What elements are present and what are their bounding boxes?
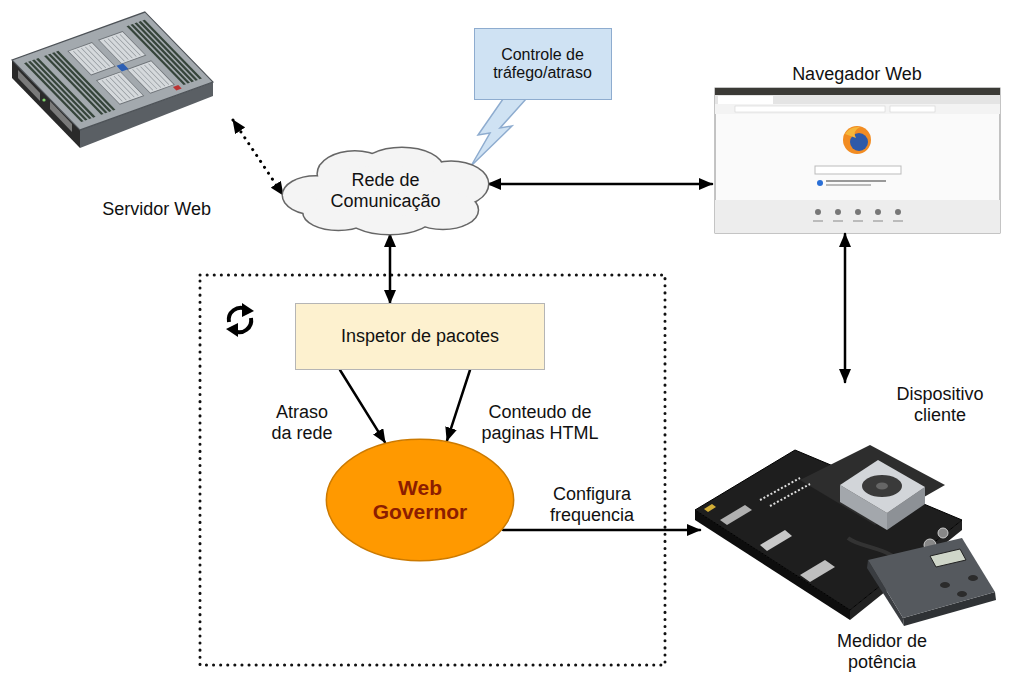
node-label: Servidor Web <box>102 199 211 220</box>
server-node: Servidor Web <box>5 8 233 222</box>
blade-server <box>142 20 201 80</box>
blade-server <box>116 63 128 71</box>
cloud-outline <box>283 148 488 234</box>
process-box: Inspetor de pacotes <box>295 303 545 370</box>
browser-screenshot <box>815 166 901 174</box>
browser-screenshot <box>718 96 773 104</box>
connector-arrow <box>447 370 470 441</box>
connector-arrow <box>844 234 847 382</box>
cloud-fill <box>283 148 488 234</box>
power-meter <box>957 591 967 597</box>
power-meter <box>868 538 995 618</box>
browser-screenshot <box>715 88 1000 95</box>
callout-box: Controle de tráfego/atraso <box>474 28 612 100</box>
browser-screenshot <box>715 88 1000 233</box>
browser-screenshot <box>715 95 1000 104</box>
blade-server <box>73 34 169 101</box>
node-label: Controle de tráfego/atraso <box>479 46 607 83</box>
blade-server <box>12 12 213 130</box>
connector-arrow <box>503 529 700 532</box>
dev-board <box>840 460 925 513</box>
cloud-outline <box>314 165 458 217</box>
browser-screenshot <box>813 220 903 222</box>
browser-screenshot <box>835 209 841 215</box>
blade-server <box>130 24 189 84</box>
refresh-icon <box>242 303 254 317</box>
boundary-region <box>200 275 665 665</box>
connector-arrow <box>389 234 392 303</box>
blade-server <box>42 98 45 101</box>
device-node: Dispositivo cliente <box>700 382 998 610</box>
browser-screenshot <box>855 209 861 215</box>
connector-arrow <box>233 120 283 195</box>
connector-arrow <box>488 183 712 186</box>
dev-board <box>720 505 752 525</box>
ellipse-outline <box>326 439 513 561</box>
power-meter <box>930 549 966 567</box>
dev-board <box>760 478 810 506</box>
blade-server <box>12 12 213 130</box>
browser-screenshot <box>890 106 935 112</box>
governor-ellipse: Web Governor <box>325 438 515 562</box>
browser-screenshot <box>826 180 886 182</box>
browser-screenshot <box>875 209 881 215</box>
browser-screenshot <box>817 180 823 186</box>
blade-server <box>134 23 193 83</box>
node-label: Web Governor <box>370 476 470 524</box>
connector-arrow <box>340 370 385 442</box>
node-label: Rede de Comunicação <box>323 170 448 211</box>
browser-screenshot <box>845 127 860 138</box>
node-label: Inspetor de pacotes <box>341 326 499 347</box>
cloud-fill <box>314 165 458 217</box>
blade-server <box>12 12 213 148</box>
power-meter <box>968 575 978 581</box>
blade-server <box>173 85 182 90</box>
dev-board <box>876 483 888 490</box>
dev-board <box>704 504 716 512</box>
browser-screenshot <box>715 104 1000 114</box>
browser-screenshot <box>715 200 1000 233</box>
browser-screenshot <box>895 209 901 215</box>
edge-label: Conteudo de paginas HTML <box>475 402 605 443</box>
dev-board <box>862 475 902 497</box>
browser-screenshot <box>843 126 871 154</box>
blade-server <box>138 21 197 81</box>
browser-screenshot <box>826 184 871 186</box>
edge-label: Configura frequencia <box>542 484 642 525</box>
dev-board <box>938 528 948 538</box>
blade-server <box>24 62 83 122</box>
dev-board <box>760 530 792 551</box>
refresh-icon <box>226 323 238 337</box>
network-cloud: Rede de Comunicação <box>283 148 488 234</box>
browser-screenshot <box>815 209 821 215</box>
node-label: Navegador Web <box>792 64 922 85</box>
power-meter <box>848 538 996 626</box>
browser-screenshot <box>735 106 885 112</box>
refresh-icon <box>226 303 254 337</box>
dev-board <box>800 560 835 582</box>
node-label: Dispositivo cliente <box>890 384 990 425</box>
browser-screenshot <box>715 88 1000 233</box>
edge-label: Atraso da rede <box>266 402 338 443</box>
meter-node: Medidor de potência <box>812 629 952 675</box>
node-label: Medidor de potência <box>827 631 937 672</box>
browser-node: Navegador Web <box>712 60 1002 234</box>
callout-bolt <box>471 99 526 166</box>
power-meter <box>940 582 950 588</box>
